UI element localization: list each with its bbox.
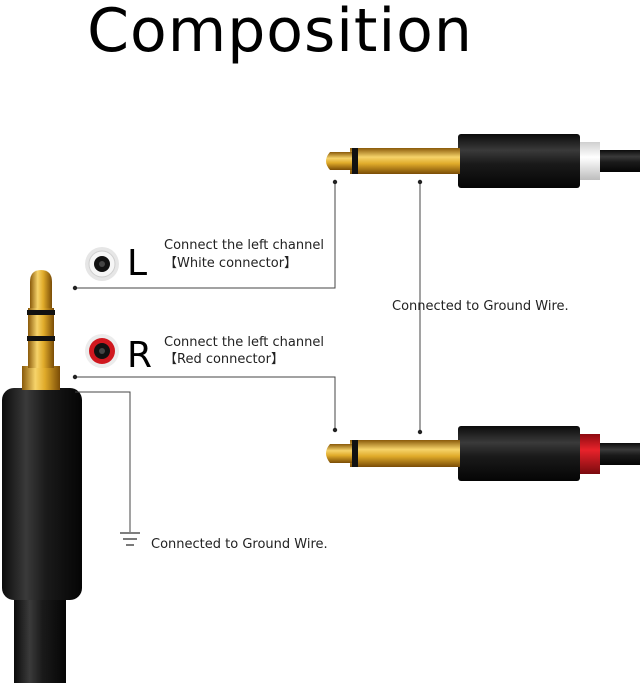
mini-jack-plug (2, 270, 82, 683)
left-channel-letter: L (127, 243, 148, 284)
red-ring-icon (85, 334, 119, 368)
right-channel-line1: Connect the left channel (164, 335, 324, 350)
right-channel-letter: R (127, 335, 153, 376)
red-collar (578, 434, 600, 474)
connection-lines (75, 182, 421, 532)
left-channel-line1: Connect the left channel (164, 238, 324, 253)
right-channel-line (75, 376, 336, 430)
mini-jack-housing (2, 388, 82, 600)
top-plug-tip (326, 152, 340, 170)
white-ring-icon (85, 247, 119, 281)
bottom-plug-housing (458, 426, 580, 481)
ground-symbol-icon (120, 532, 140, 546)
right-channel-line2: 【Red connector】 (164, 352, 284, 367)
mini-jack-insulator-ring (27, 336, 55, 341)
white-collar (578, 142, 600, 180)
mini-jack-insulator-ring (27, 310, 55, 315)
left-channel-line2: 【White connector】 (164, 256, 298, 271)
ground-wire-line (75, 391, 131, 532)
ground-label-right: Connected to Ground Wire. (392, 299, 569, 314)
mini-jack-cable (14, 600, 66, 683)
top-quarter-inch-plug (326, 134, 640, 188)
top-plug-housing (458, 134, 580, 188)
mini-jack-tip (30, 270, 52, 308)
bottom-plug-shaft (350, 440, 460, 467)
left-channel-line (75, 182, 336, 289)
top-plug-shaft (350, 148, 460, 174)
junction-dots (72, 179, 423, 435)
bottom-quarter-inch-plug (326, 426, 640, 481)
page-title: Composition (87, 0, 473, 66)
ground-label-bottom: Connected to Ground Wire. (151, 537, 328, 552)
bottom-plug-tip (326, 444, 340, 463)
